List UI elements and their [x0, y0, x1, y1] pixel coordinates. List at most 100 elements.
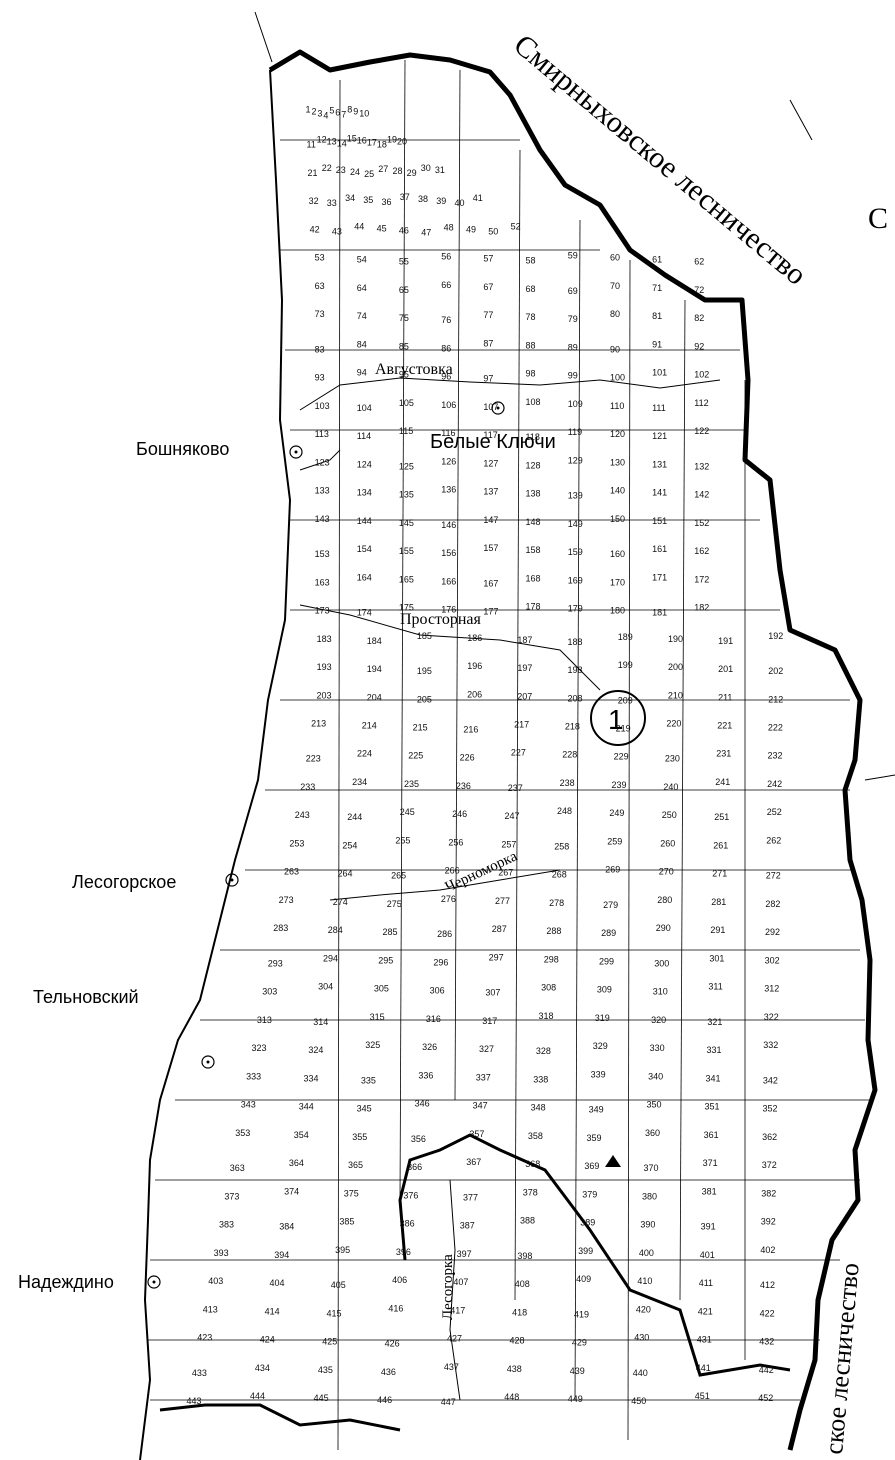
quarter-number: 452 [758, 1393, 773, 1403]
quarter-number: 353 [235, 1128, 250, 1138]
quarter-number: 311 [708, 982, 722, 992]
quarter-number: 198 [568, 665, 583, 675]
quarter-number: 43 [332, 226, 342, 236]
quarter-number: 76 [441, 315, 451, 325]
quarter-number: 117 [483, 430, 497, 440]
quarter-number: 409 [576, 1274, 591, 1284]
quarter-number: 172 [694, 574, 709, 584]
quarter-number: 343 [241, 1100, 256, 1110]
quarter-number: 149 [568, 519, 583, 529]
quarter-number: 140 [610, 486, 625, 496]
quarter-number: 403 [208, 1276, 223, 1286]
quarter-number: 92 [694, 341, 704, 351]
quarter-number: 81 [652, 311, 662, 321]
quarter-number: 305 [374, 984, 389, 994]
forestry-outer-boundary [268, 49, 878, 1451]
quarter-number: 385 [339, 1217, 354, 1227]
quarter-number: 328 [536, 1046, 551, 1056]
quarter-number: 298 [544, 954, 559, 964]
quarter-number: 234 [352, 777, 367, 787]
quarter-number: 79 [568, 314, 578, 324]
quarter-number: 291 [710, 925, 725, 935]
quarter-number: 401 [700, 1250, 715, 1260]
quarter-number: 330 [650, 1043, 665, 1053]
settlement-icon [147, 1275, 161, 1289]
quarter-number: 293 [268, 958, 283, 968]
quarter-number: 177 [483, 607, 498, 617]
quarter-number: 446 [377, 1395, 392, 1405]
quarter-number: 297 [489, 952, 504, 962]
quarter-number: 191 [718, 636, 733, 646]
quarter-number: 112 [694, 398, 708, 408]
quarter-number: 114 [357, 431, 371, 441]
quarter-number: 202 [768, 666, 783, 676]
quarter-number: 153 [315, 549, 330, 559]
quarter-number: 147 [483, 515, 498, 525]
district-marker: 1 [590, 690, 646, 746]
quarter-number: 283 [273, 923, 288, 933]
quarter-number: 136 [441, 485, 456, 495]
quarter-number: 262 [766, 835, 781, 845]
quarter-number: 251 [714, 812, 729, 822]
quarter-number: 379 [582, 1189, 597, 1199]
quarter-number: 15 [347, 134, 357, 144]
quarter-number: 350 [647, 1100, 662, 1110]
quarter-number: 25 [364, 169, 374, 179]
quarter-number: 157 [483, 543, 498, 553]
quarter-number: 197 [517, 663, 532, 673]
quarter-number: 179 [568, 604, 583, 614]
quarter-number: 189 [618, 632, 633, 642]
quarter-number: 286 [437, 929, 452, 939]
quarter-number: 294 [323, 953, 338, 963]
quarter-number: 208 [568, 693, 583, 703]
quarter-number: 371 [703, 1158, 718, 1168]
quarter-number: 414 [265, 1306, 280, 1316]
quarter-number: 333 [246, 1071, 261, 1081]
quarter-number: 437 [444, 1362, 459, 1372]
quarter-number: 150 [610, 514, 625, 524]
quarter-number: 65 [399, 285, 409, 295]
quarter-number: 432 [759, 1337, 774, 1347]
quarter-number: 324 [308, 1045, 323, 1055]
quarter-number: 129 [568, 455, 583, 465]
quarter-number: 427 [447, 1334, 462, 1344]
quarter-number: 17 [367, 138, 377, 148]
quarter-number: 340 [648, 1071, 663, 1081]
quarter-number: 259 [607, 836, 622, 846]
quarter-number: 186 [467, 633, 482, 643]
neighbor-north-label: Смирныховское лесничество [508, 28, 813, 292]
quarter-number: 37 [400, 192, 410, 202]
quarter-number: 161 [652, 544, 667, 554]
quarter-number: 38 [418, 194, 428, 204]
quarter-number: 233 [300, 782, 315, 792]
quarter-number: 74 [357, 311, 367, 321]
quarter-number: 313 [257, 1015, 272, 1025]
quarter-number: 422 [760, 1308, 775, 1318]
quarter-number: 265 [391, 871, 406, 881]
quarter-number: 246 [452, 809, 467, 819]
quarter-number: 433 [192, 1368, 207, 1378]
quarter-number: 431 [697, 1335, 712, 1345]
quarter-number: 335 [361, 1075, 376, 1085]
quarter-number: 88 [526, 340, 536, 350]
quarter-number: 320 [651, 1015, 666, 1025]
quarter-number: 187 [517, 635, 532, 645]
quarter-number: 326 [422, 1042, 437, 1052]
quarter-number: 347 [473, 1101, 488, 1111]
quarter-number: 199 [618, 660, 633, 670]
quarter-number: 97 [483, 374, 493, 384]
quarter-number: 372 [762, 1160, 777, 1170]
quarter-number: 116 [441, 428, 455, 438]
quarter-number: 451 [695, 1391, 710, 1401]
quarter-number: 360 [645, 1128, 660, 1138]
quarter-number: 122 [694, 426, 709, 436]
settlement-label-nadezhdino: Надеждино [18, 1272, 114, 1292]
quarter-number: 362 [762, 1132, 777, 1142]
quarter-number: 158 [526, 545, 541, 555]
quarter-number: 396 [396, 1247, 411, 1257]
quarter-number: 366 [407, 1162, 422, 1172]
quarter-number: 41 [473, 193, 483, 203]
quarter-number: 322 [764, 1012, 779, 1022]
quarter-number: 355 [352, 1132, 367, 1142]
